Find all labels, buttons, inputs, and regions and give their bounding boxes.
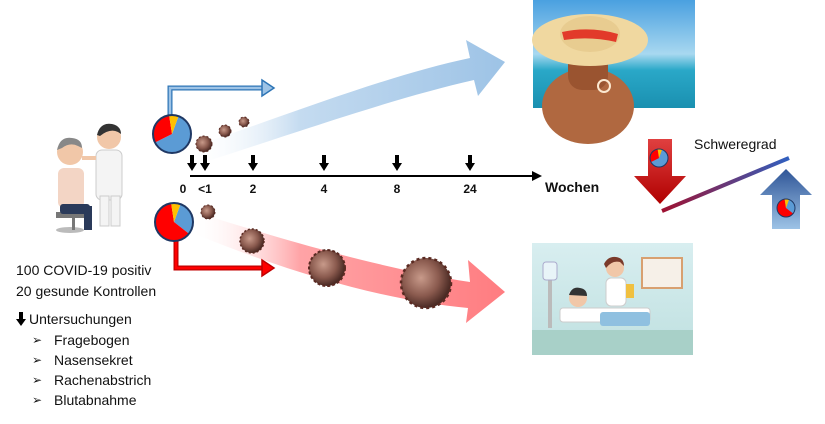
arrow-bullet-icon: ➢ [32, 393, 43, 407]
marker-head [187, 163, 197, 171]
tick-label-3: 4 [320, 182, 328, 196]
marker-head [392, 163, 402, 171]
list-item: ➢ Fragebogen [32, 330, 151, 350]
severity-up-pie [776, 198, 796, 218]
marker-head [248, 163, 258, 171]
pie-outline [154, 202, 194, 242]
mild-group-pie [152, 114, 192, 154]
timeline-marker-0 [187, 155, 197, 171]
marker-shaft [395, 155, 399, 164]
tick-label-0: 0 [179, 182, 187, 196]
recovered-sun-photo [532, 0, 695, 144]
virus-icon [238, 116, 250, 128]
severe-bracket-arrow-inner [174, 240, 262, 270]
covid-positive-count: 100 COVID-19 positiv [16, 262, 152, 278]
virus-icon [218, 124, 232, 138]
pie-outline [776, 198, 796, 218]
pie-slice-blue [650, 149, 668, 168]
virus-icon [200, 204, 216, 220]
tick-label-5: 24 [463, 182, 477, 196]
pie-slice-yellow [784, 199, 790, 208]
pie-slice-red [155, 203, 189, 241]
severity-down-pie [649, 148, 669, 168]
pie-slice-blue [786, 199, 795, 214]
virus-icon [195, 135, 213, 153]
mild-bracket-arrow [167, 85, 262, 115]
healthy-controls-count: 20 gesunde Kontrollen [16, 283, 157, 299]
mild-bracket-arrowhead [261, 78, 276, 98]
pie-slice-yellow [657, 149, 663, 158]
marker-head [200, 163, 210, 171]
severe-group-pie [154, 202, 194, 242]
marker-head [319, 163, 329, 171]
examinations-heading: Untersuchungen [16, 311, 132, 327]
timeline-axis-arrowhead [532, 171, 542, 181]
virus-icons [195, 116, 453, 310]
marker-shaft [203, 155, 207, 164]
mild-course-arrow [190, 40, 505, 162]
examinations-list: ➢ Fragebogen ➢ Nasensekret ➢ Rachenabstrich… [32, 330, 151, 410]
pie-slice-yellow [169, 115, 179, 134]
timeline-markers [187, 155, 475, 171]
list-item-label: Fragebogen [54, 332, 130, 348]
arrow-bullet-icon: ➢ [32, 373, 43, 387]
marker-shaft [468, 155, 472, 164]
pie-slice-red [776, 199, 794, 217]
examinations-heading-label: Untersuchungen [29, 311, 132, 327]
hospital-photo [532, 243, 693, 355]
list-item-label: Rachenabstrich [54, 372, 152, 388]
list-item-label: Blutabnahme [54, 392, 137, 408]
virus-icon [308, 249, 346, 287]
severe-bracket-arrowhead [261, 258, 276, 278]
tick-label-1: <1 [198, 182, 212, 196]
timeline-marker-4 [392, 155, 402, 171]
tick-label-4: 8 [393, 182, 401, 196]
marker-shaft [190, 155, 194, 164]
arrow-bullet-icon: ➢ [32, 353, 43, 367]
marker-shaft [251, 155, 255, 164]
timeline-marker-5 [465, 155, 475, 171]
mild-bracket-arrow-inner [168, 86, 262, 115]
list-item: ➢ Rachenabstrich [32, 370, 151, 390]
timeline-axis-label: Wochen [545, 179, 600, 195]
virus-icon [239, 228, 265, 254]
tick-label-2: 2 [249, 182, 257, 196]
doctor-patient-illustration [56, 123, 123, 233]
pie-slice-yellow [171, 202, 181, 222]
pie-outline [152, 114, 192, 154]
virus-icon [399, 256, 453, 310]
severity-gradient-line [661, 156, 790, 213]
timeline-marker-2 [248, 155, 258, 171]
timeline-marker-1 [200, 155, 210, 171]
pie-slice-blue [155, 116, 191, 154]
list-item: ➢ Nasensekret [32, 350, 151, 370]
list-item: ➢ Blutabnahme [32, 390, 151, 410]
down-arrow-icon [16, 312, 26, 326]
marker-shaft [322, 155, 326, 164]
pie-slice-blue [174, 204, 194, 234]
severity-down-arrow [634, 139, 686, 204]
timeline-marker-3 [319, 155, 329, 171]
marker-head [465, 163, 475, 171]
arrow-bullet-icon: ➢ [32, 333, 43, 347]
pie-outline [649, 148, 669, 168]
list-item-label: Nasensekret [54, 352, 133, 368]
severity-label: Schweregrad [694, 136, 777, 152]
